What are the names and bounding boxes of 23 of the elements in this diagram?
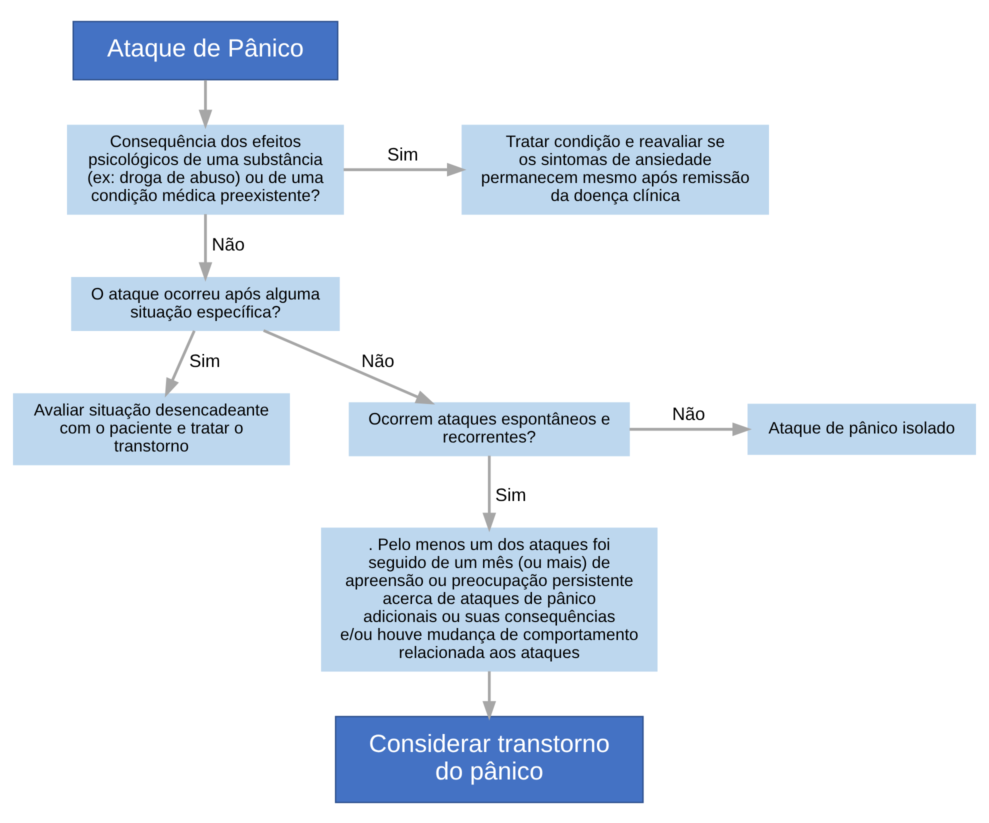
arrow	[164, 330, 196, 398]
arrow	[198, 80, 212, 129]
node-box: Avaliar situação desencadeante com o paciente e tratar o transtorno	[13, 392, 290, 465]
node-box: Considerar transtorno do pânico	[334, 715, 644, 803]
node-box: Ataque de Pânico	[72, 20, 338, 80]
edge-label: Sim	[495, 484, 526, 505]
edge-label: Sim	[387, 144, 418, 164]
arrow	[198, 214, 212, 282]
node-box: Ataque de pânico isolado	[748, 403, 976, 454]
arrow	[482, 670, 496, 720]
node-box: . Pelo menos um dos ataques foi seguido de um mês (ou mais) de apreensão ou preocupação persistente acerca de ataques de pânico adicionais ou suas consequências e/ou houve mudança de comportamento relacionada aos ataques	[321, 527, 658, 672]
arrow	[263, 328, 436, 404]
edge-label: Não	[672, 404, 706, 424]
arrow	[344, 162, 466, 176]
node-box: O ataque ocorreu após alguma situação específica?	[71, 276, 340, 330]
node-box: Tratar condição e reavaliar se os sintomas de ansiedade permanecem mesmo após remissão da doença clínica	[462, 124, 769, 214]
edge-label: Não	[361, 350, 394, 370]
arrow	[482, 455, 496, 532]
node-box: Consequência dos efeitos psicológicos de uma substância (ex: droga de abuso) ou de uma condição médica preexistente?	[67, 124, 344, 214]
arrow	[630, 422, 752, 436]
edge-label: Não	[212, 234, 245, 254]
node-box: Ocorrem ataques espontâneos e recorrentes?	[348, 402, 630, 456]
edge-label: Sim	[189, 350, 220, 370]
